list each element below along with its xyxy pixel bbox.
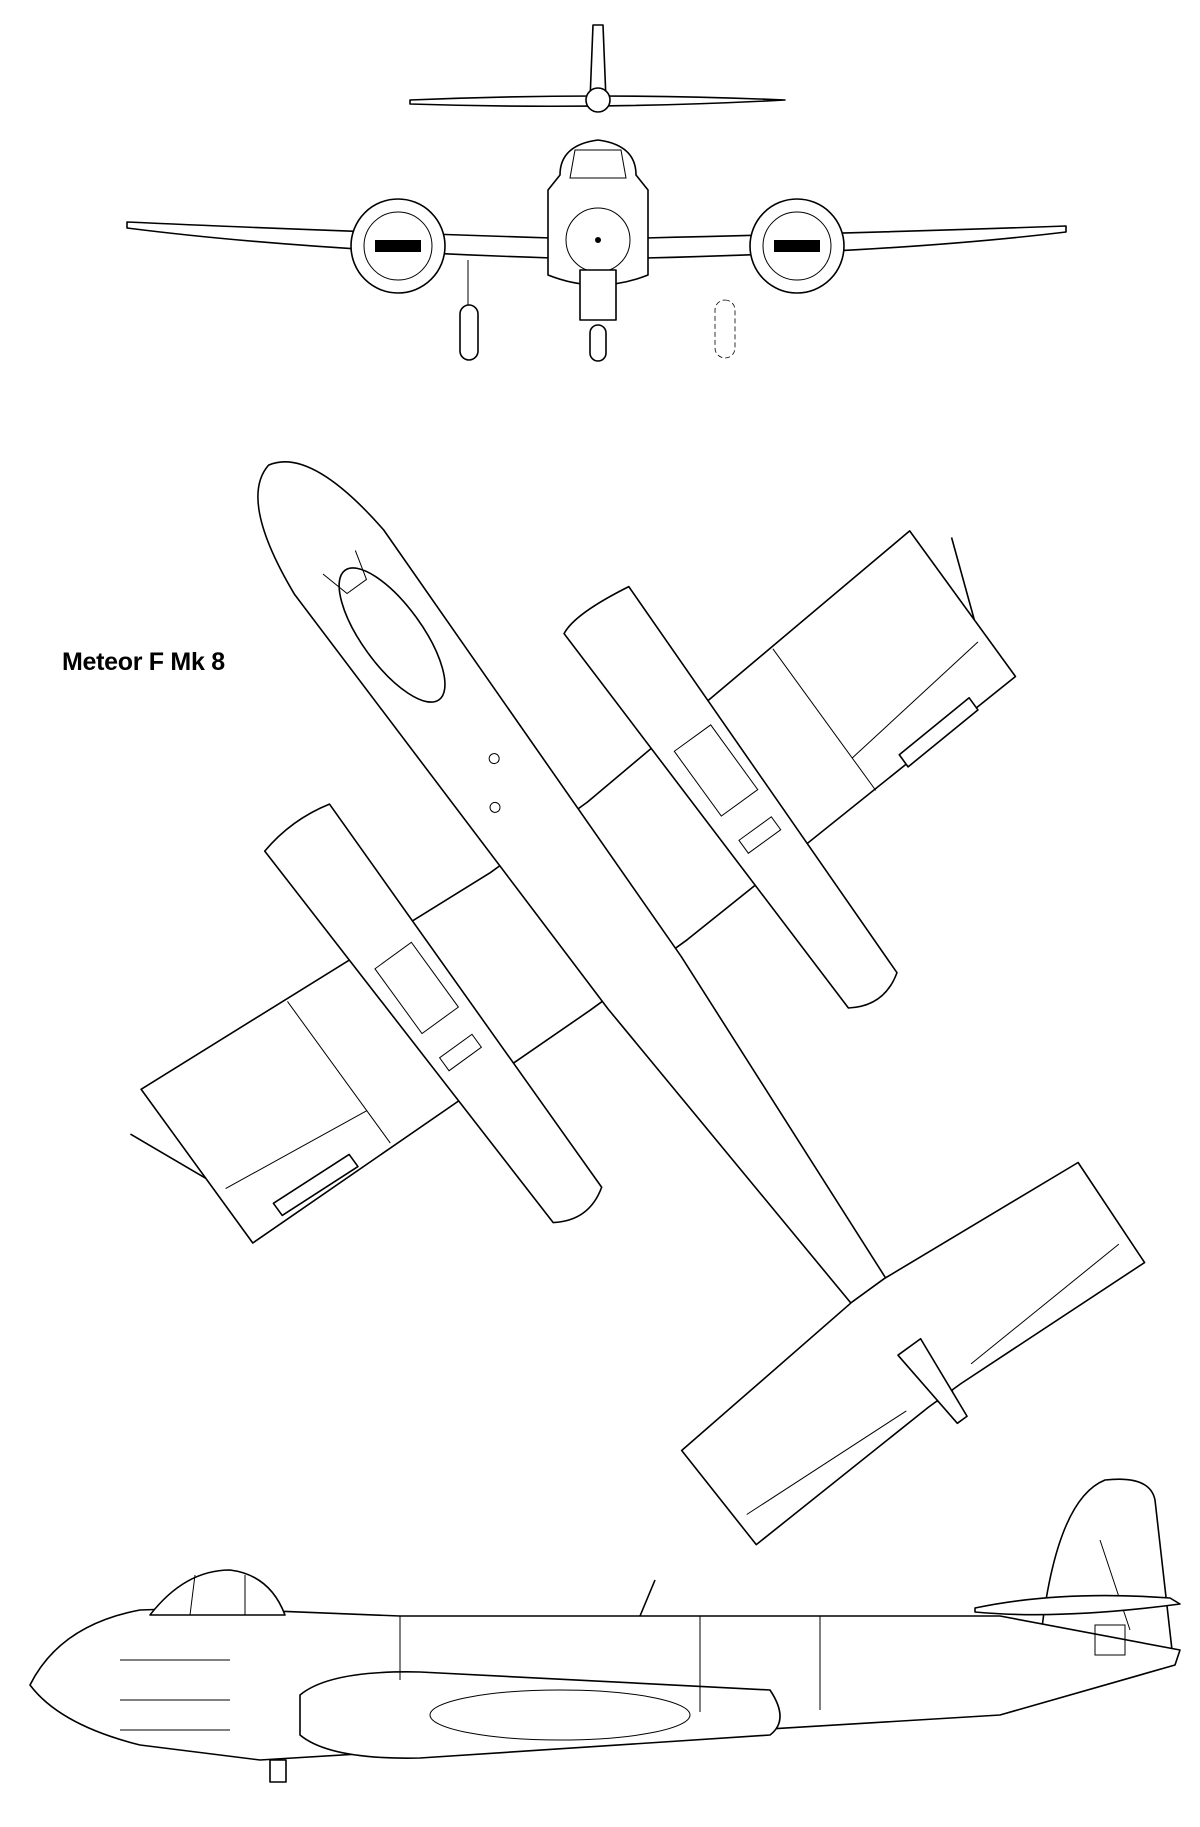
plan-nacelle-right (263, 803, 603, 1224)
front-view (126, 24, 1067, 362)
front-wing-left (126, 221, 553, 259)
plan-view (130, 461, 1146, 1546)
drawing-title: Meteor F Mk 8 (62, 648, 225, 676)
front-fuselage (547, 139, 649, 286)
plan-aileron-right (272, 1153, 359, 1217)
side-fin (1039, 1478, 1173, 1651)
side-view (29, 1478, 1181, 1783)
front-wing-right (644, 225, 1067, 259)
plan-canopy (338, 567, 446, 703)
plan-aileron-left (898, 696, 979, 768)
plan-nacelle-left (563, 585, 898, 1009)
side-tailplane (974, 1594, 1181, 1616)
side-canopy (149, 1569, 286, 1616)
side-nacelle (299, 1671, 781, 1759)
